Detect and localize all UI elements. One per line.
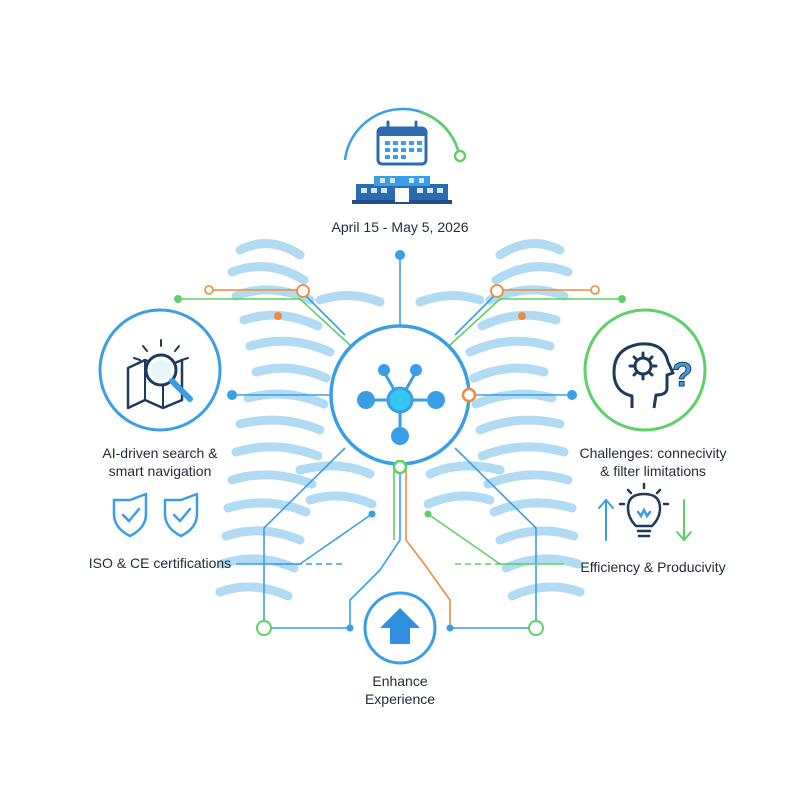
enhance-label-line1: Enhance — [372, 673, 428, 689]
map-search-icon — [126, 339, 193, 410]
top-arc-node — [453, 149, 467, 163]
arrow-down-icon — [676, 499, 692, 542]
arrow-up-icon — [598, 498, 614, 541]
ai-search-label-line1: AI-driven search & — [102, 445, 218, 461]
head-gear-question-icon: ? — [612, 342, 693, 409]
calendar-icon — [376, 120, 428, 166]
arrow-up-block-icon — [380, 608, 420, 644]
connector-nodes — [174, 250, 626, 636]
svg-text:?: ? — [672, 356, 693, 394]
enhance-label-line2: Experience — [364, 691, 436, 707]
challenges-label-line2: & filter limitations — [600, 463, 706, 479]
ai-search-label-line2: smart navigation — [108, 463, 212, 479]
challenges-label-line1: Challenges: connecivity — [579, 445, 727, 461]
network-hub-icon — [357, 364, 445, 445]
date-range-label: April 15 - May 5, 2026 — [331, 219, 469, 235]
shield-check-icon — [112, 492, 148, 538]
certifications-label: ISO & CE certifications — [88, 555, 232, 571]
shield-check-icon — [163, 492, 199, 538]
connector-lines — [178, 258, 622, 629]
building-icon — [352, 176, 452, 204]
lightbulb-icon — [618, 482, 670, 538]
efficiency-label: Efficiency & Producivity — [580, 559, 726, 575]
